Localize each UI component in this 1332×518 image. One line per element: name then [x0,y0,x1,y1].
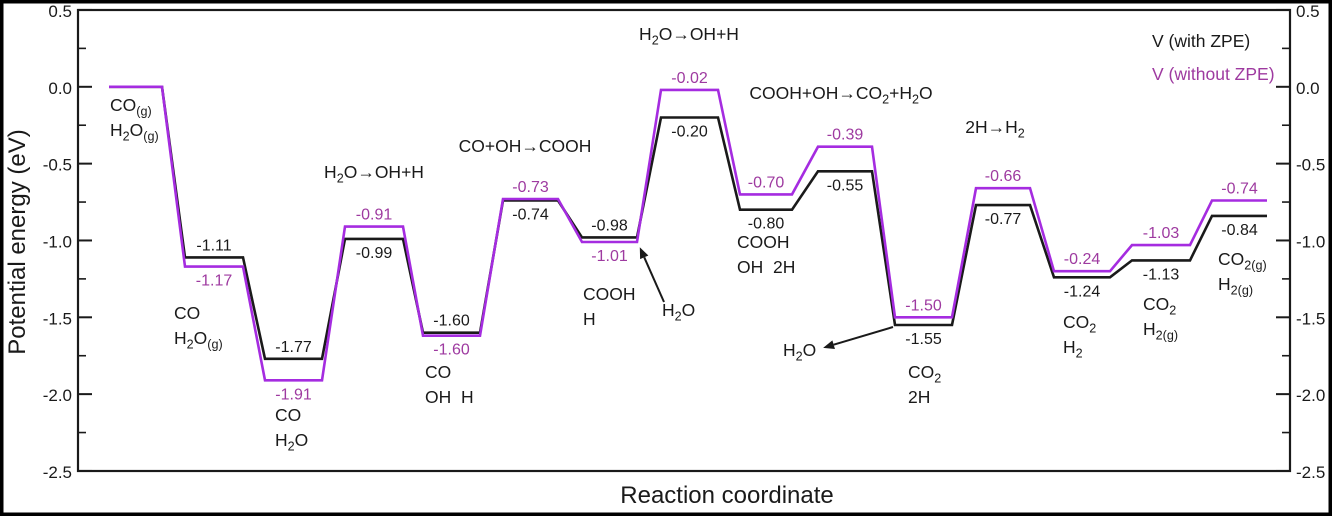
series-without-zpe-line [109,85,1267,382]
value-label-without-zpe: -1.91 [275,386,312,403]
value-label-with-zpe: -0.74 [512,207,549,224]
legend-entry-with-zpe: V (with ZPE) [1152,31,1250,51]
value-label-without-zpe: -0.02 [671,70,708,87]
species-label: CO2 [1143,294,1176,318]
value-label-without-zpe: -0.91 [356,207,393,224]
value-label-without-zpe: -0.66 [985,168,1022,185]
legend-entry-without-zpe: V (without ZPE) [1152,64,1275,84]
species-label: COOH [737,232,790,252]
species-label: CO [275,405,301,425]
value-label-without-zpe: -1.01 [591,248,628,265]
y-axis-tick-label-left: -1.0 [43,232,72,251]
species-label: H [583,309,596,329]
value-label-with-zpe: -1.13 [1143,266,1180,283]
y-axis-tick-label-left: 0.5 [48,2,72,21]
value-label-with-zpe: -0.55 [827,177,864,194]
species-label: OH 2H [737,257,795,277]
y-axis-tick-label-left: -0.5 [43,156,72,175]
species-label: CO [174,303,200,323]
annotation-text-h2o-release-1: H2O [662,300,695,324]
annotation-arrowhead-h2o-release-2 [823,340,835,350]
value-label-with-zpe: -0.80 [748,216,785,233]
value-label-with-zpe: -0.77 [985,211,1022,228]
value-label-with-zpe: -0.99 [356,245,393,262]
annotation-arrowhead-h2o-release-1 [639,247,649,260]
species-label: CO2 [1063,312,1096,336]
y-axis-tick-label-left: -2.5 [43,463,72,482]
value-label-with-zpe: -1.55 [905,331,942,348]
y-axis-tick-label-right: -1.5 [1296,309,1325,328]
value-label-with-zpe: -1.60 [433,313,470,330]
value-label-with-zpe: -0.84 [1221,222,1258,239]
value-label-without-zpe: -0.74 [1221,181,1258,198]
ts-reaction-label: 2H→H2 [965,117,1025,141]
species-label: H2O(g) [110,120,159,144]
species-label: CO(g) [110,95,152,119]
annotation-arrow-line-h2o-release-1 [643,256,665,303]
y-axis-tick-label-right: -0.5 [1296,156,1325,175]
y-axis-tick-label-left: 0.0 [48,79,72,98]
y-axis-tick-label-right: 0.0 [1296,79,1320,98]
species-label: CO2(g) [1218,249,1267,273]
ts-reaction-label: H2O→OH+H [639,24,739,48]
ts-reaction-label: COOH+OH→CO2+H2O [749,83,932,107]
value-label-without-zpe: -1.60 [433,342,470,359]
species-label: 2H [908,387,930,407]
value-label-without-zpe: -1.03 [1143,225,1180,242]
annotation-arrow-line-h2o-release-2 [833,326,894,346]
value-label-without-zpe: -1.50 [905,297,942,314]
species-label: H2O(g) [174,328,223,352]
y-axis-tick-label-right: -2.5 [1296,463,1325,482]
ts-reaction-label: CO+OH→COOH [459,136,592,156]
value-label-without-zpe: -0.73 [512,179,549,196]
y-axis-tick-label-left: -1.5 [43,309,72,328]
value-label-with-zpe: -1.77 [275,339,312,356]
y-axis-tick-label-left: -2.0 [43,386,72,405]
species-label: H2O [275,430,308,454]
value-label-without-zpe: -0.70 [748,174,785,191]
value-label-without-zpe: -0.24 [1064,251,1101,268]
species-label: H2 [1063,337,1083,361]
series-with-zpe-line [109,85,1267,361]
value-label-with-zpe: -1.24 [1064,283,1101,300]
y-axis-tick-label-right: -2.0 [1296,386,1325,405]
value-label-without-zpe: -1.17 [196,273,233,290]
species-label: CO2 [908,362,941,386]
value-label-with-zpe: -0.98 [591,217,628,234]
value-label-without-zpe: -0.39 [827,127,864,144]
annotation-text-h2o-release-2: H2O [783,340,816,364]
value-label-with-zpe: -1.11 [196,237,231,254]
x-axis-title: Reaction coordinate [620,482,833,509]
y-axis-tick-label-right: 0.5 [1296,2,1320,21]
value-label-with-zpe: -0.20 [671,124,708,141]
species-label: COOH [583,284,636,304]
species-label: H2(g) [1143,319,1178,343]
y-axis-tick-label-right: -1.0 [1296,232,1325,251]
ts-reaction-label: H2O→OH+H [324,162,424,186]
species-label: OH H [425,387,474,407]
species-label: H2(g) [1218,274,1253,298]
species-label: CO [425,362,451,382]
y-axis-title: Potential energy (eV) [4,129,31,354]
